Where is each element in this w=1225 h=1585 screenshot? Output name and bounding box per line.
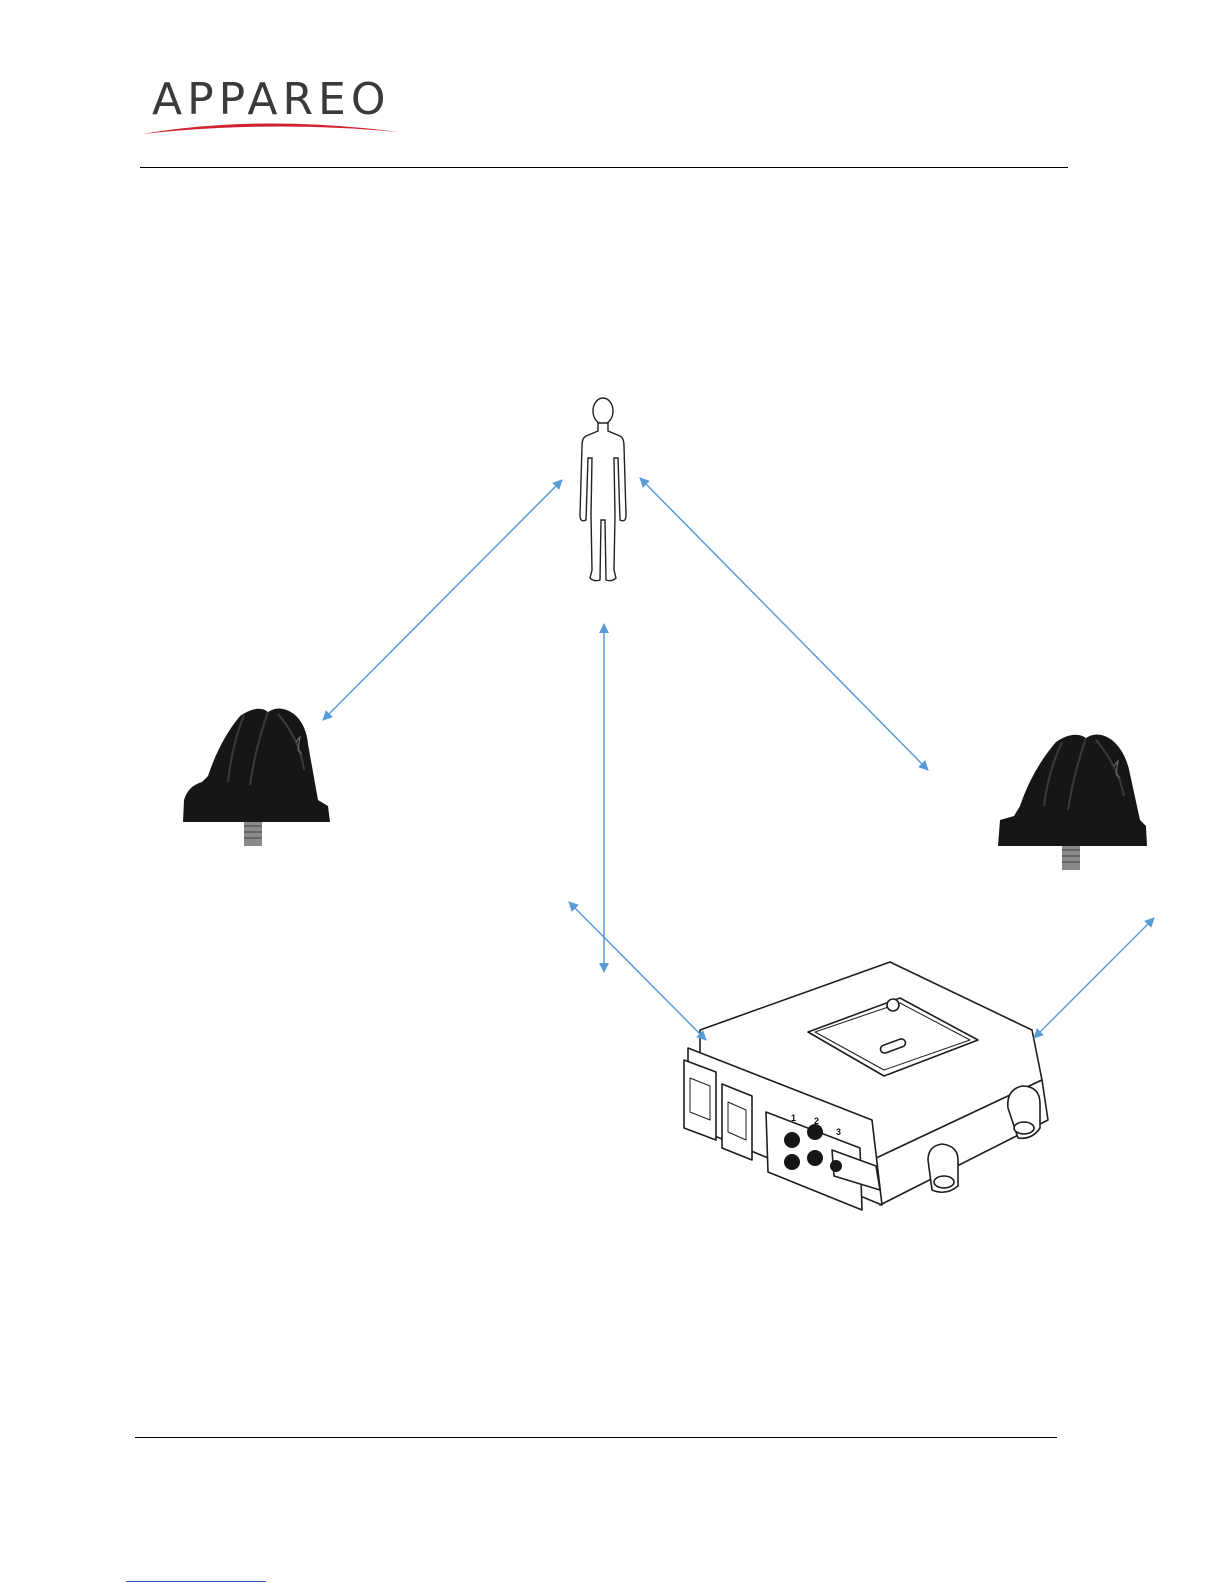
footnote-separator (126, 1581, 266, 1582)
arrow-person-left-antenna (323, 480, 562, 720)
antenna-right-icon (998, 734, 1147, 870)
footer-rule (135, 1437, 1057, 1438)
person-icon (580, 398, 626, 581)
arrow-person-right-antenna (640, 478, 928, 770)
arrow-control-unit-right (1034, 918, 1154, 1038)
control-unit-icon (684, 962, 1048, 1210)
port-label-1: 1 (791, 1113, 796, 1123)
antenna-left-icon (183, 708, 330, 846)
port-label-2: 2 (814, 1116, 819, 1126)
arrow-control-unit-left (569, 902, 706, 1040)
port-label-3: 3 (836, 1127, 841, 1137)
